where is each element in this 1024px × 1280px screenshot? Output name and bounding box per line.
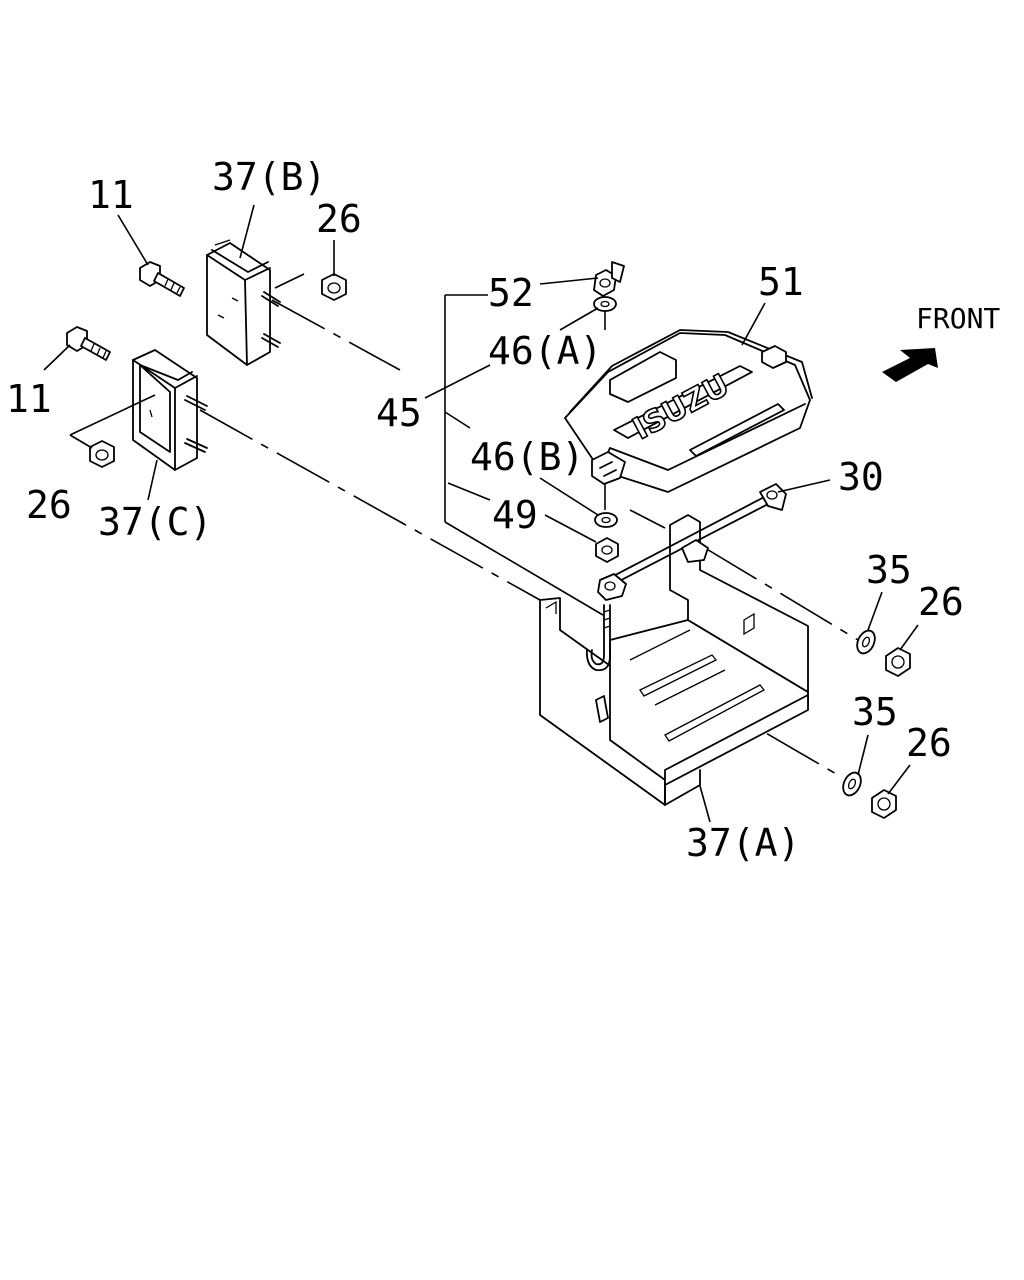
callout-37b: 37(B) bbox=[212, 155, 326, 199]
washer-46b bbox=[594, 512, 618, 528]
nut-26-left bbox=[89, 440, 115, 468]
callout-11-top: 11 bbox=[88, 173, 134, 217]
callout-26-right-upper: 26 bbox=[918, 580, 964, 624]
bracket-37b bbox=[206, 239, 281, 366]
callout-51: 51 bbox=[758, 260, 804, 304]
callout-11-left: 11 bbox=[6, 377, 52, 421]
arrow-right-icon bbox=[882, 348, 938, 382]
battery-tray-37a bbox=[539, 514, 809, 806]
callout-26-left: 26 bbox=[26, 483, 72, 527]
nut-26-right-upper bbox=[885, 647, 911, 677]
bolt-11-left bbox=[66, 326, 111, 361]
battery-51: ISUZU bbox=[564, 329, 813, 493]
washer-46a bbox=[593, 296, 617, 312]
nut-26-top bbox=[321, 273, 347, 301]
callout-26-right-lower: 26 bbox=[906, 721, 952, 765]
callout-49: 49 bbox=[492, 493, 538, 537]
callout-46b: 46(B) bbox=[470, 435, 584, 479]
washer-35-lower bbox=[842, 771, 862, 797]
j-bolt-45 bbox=[586, 604, 611, 672]
front-direction-label: FRONT bbox=[916, 302, 1000, 335]
callout-52: 52 bbox=[488, 271, 534, 315]
callout-37c: 37(C) bbox=[98, 500, 212, 544]
callout-labels: 11 37(B) 26 11 26 37(C) 52 46(A) 45 46(B… bbox=[6, 155, 1000, 865]
callout-35-lower: 35 bbox=[852, 690, 898, 734]
callout-37a: 37(A) bbox=[686, 821, 800, 865]
callout-35-upper: 35 bbox=[866, 548, 912, 592]
nut-26-right-lower bbox=[871, 789, 897, 819]
nut-49 bbox=[595, 537, 619, 563]
washer-35-upper bbox=[856, 629, 876, 655]
wing-nut-52 bbox=[593, 261, 625, 297]
hold-bar-30 bbox=[597, 483, 787, 601]
bracket-37c bbox=[132, 349, 208, 471]
callout-30: 30 bbox=[838, 455, 884, 499]
leader-lines bbox=[43, 204, 919, 823]
bolt-11-top bbox=[139, 261, 185, 297]
callout-26-top: 26 bbox=[316, 197, 362, 241]
callout-46a: 46(A) bbox=[488, 329, 602, 373]
callout-45: 45 bbox=[376, 391, 422, 435]
